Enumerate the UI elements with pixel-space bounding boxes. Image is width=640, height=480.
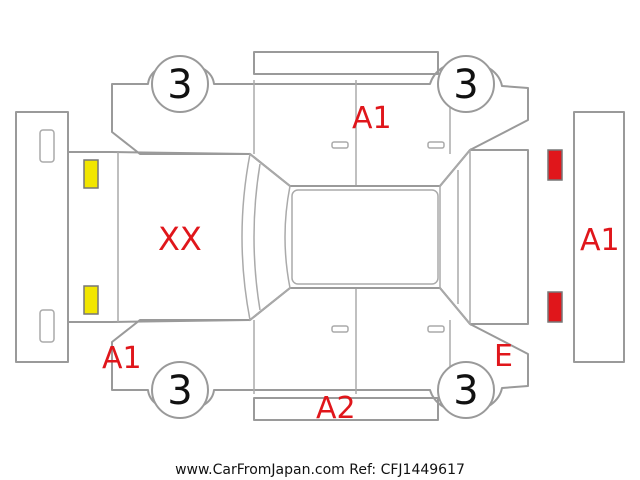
mark-hood: XX <box>158 220 202 258</box>
mark-roof-side-top: A1 <box>352 101 392 136</box>
tire-rear-left-grade: 3 <box>453 62 478 108</box>
rear-lamp-top <box>547 149 563 181</box>
mark-rear-bumper: A1 <box>580 223 620 258</box>
tire-rear-left: 3 <box>437 55 495 113</box>
tire-front-right-grade: 3 <box>167 368 192 414</box>
bottom-sill-panel <box>253 397 439 421</box>
front-lamp-top <box>83 159 99 189</box>
tire-rear-right-grade: 3 <box>453 368 478 414</box>
tire-front-left: 3 <box>151 55 209 113</box>
mark-front-bumper-corner: A1 <box>102 341 142 376</box>
tire-front-left-grade: 3 <box>167 62 192 108</box>
rear-bumper-panel <box>573 111 625 363</box>
footer-reference: www.CarFromJapan.com Ref: CFJ1449617 <box>175 462 465 478</box>
top-sill-panel <box>253 51 439 75</box>
front-lamp-bottom <box>83 285 99 315</box>
rear-lamp-bottom <box>547 291 563 323</box>
mark-rear-corner: E <box>494 339 513 374</box>
tire-rear-right: 3 <box>437 361 495 419</box>
top-view-body <box>67 147 529 327</box>
front-bumper-panel <box>15 111 69 363</box>
tire-front-right: 3 <box>151 361 209 419</box>
mark-bottom-sill: A2 <box>316 391 356 426</box>
